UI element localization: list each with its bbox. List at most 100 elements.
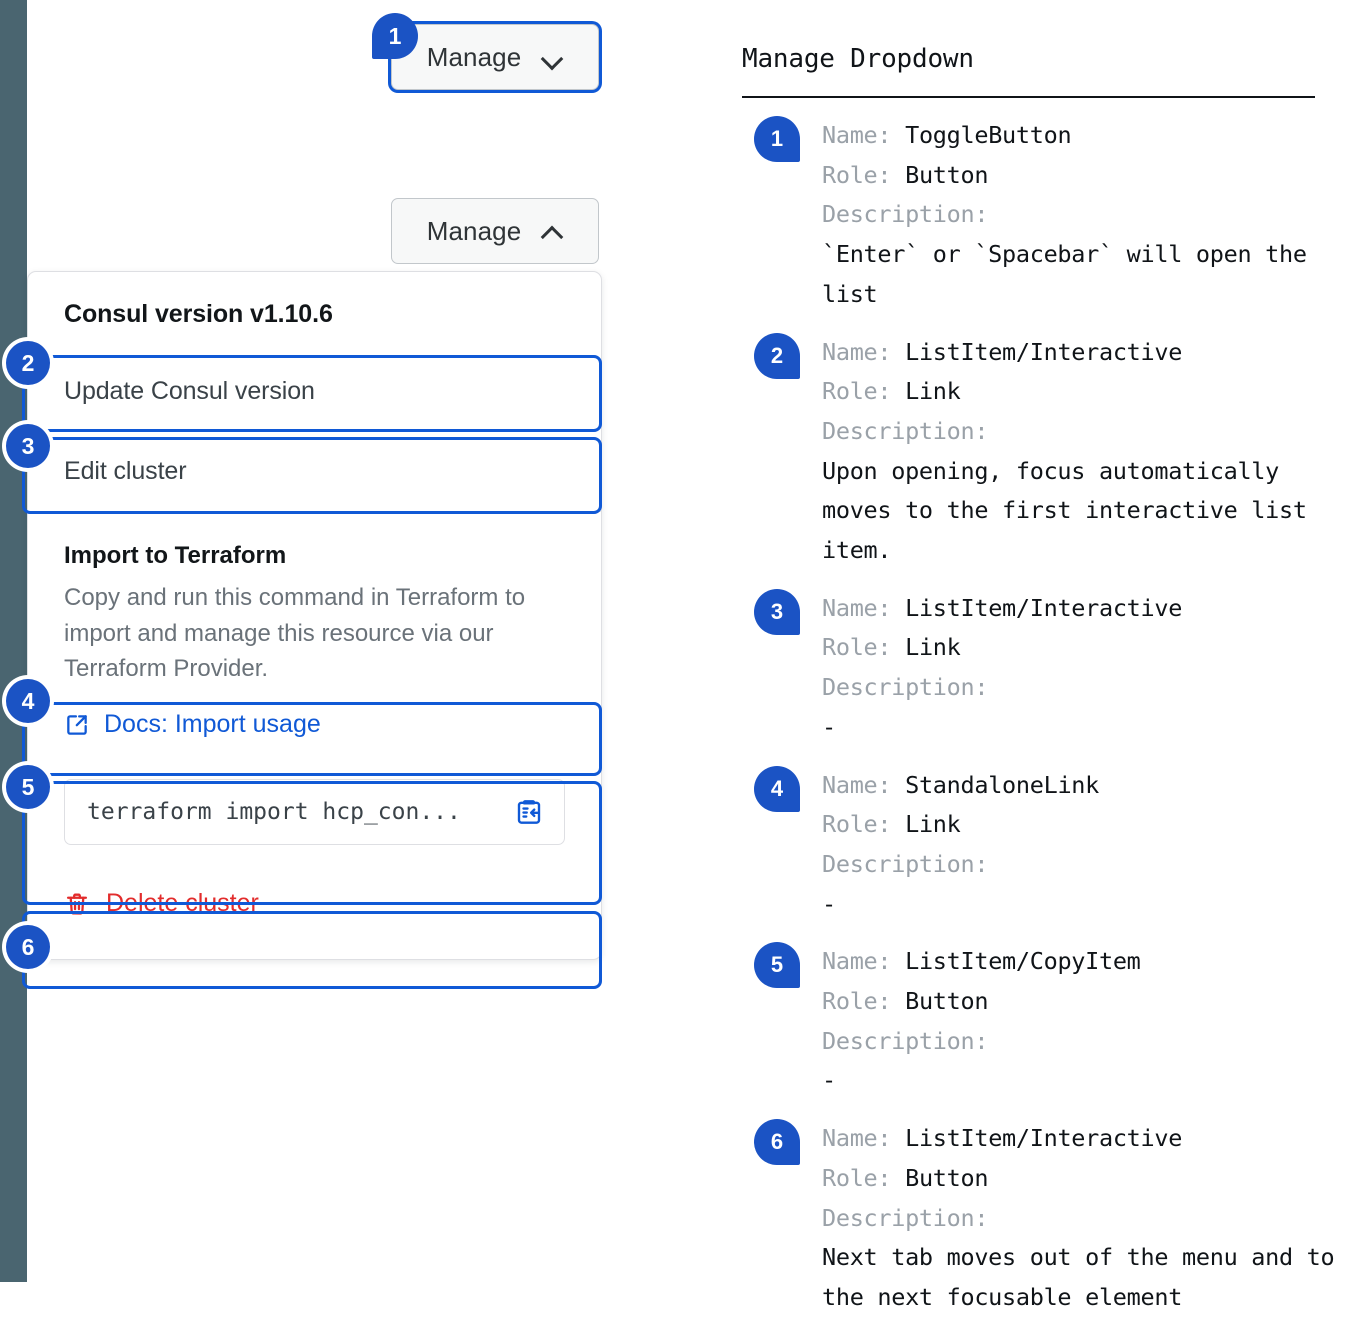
legend-description-line: Description: [822, 845, 1342, 885]
legend-field-line: Role: Link [822, 372, 1342, 412]
manage-toggle-button-expanded[interactable]: Manage [391, 198, 599, 264]
legend-field-line: Name: ListItem/Interactive [822, 333, 1342, 373]
legend-field-line: Role: Button [822, 156, 1342, 196]
menu-item-delete-cluster[interactable]: Delete cluster [28, 865, 601, 943]
legend-badge-3: 3 [754, 588, 800, 635]
legend-role-value: Link [905, 810, 961, 839]
legend-name-label: Name: [822, 593, 892, 622]
legend-description-value: Upon opening, focus automatically moves … [822, 456, 1307, 565]
legend-role-label: Role: [822, 633, 892, 662]
legend-title: Manage Dropdown [742, 44, 974, 74]
external-link-doc-icon [64, 712, 90, 738]
manage-dropdown-panel: Consul version v1.10.6 Update Consul ver… [27, 271, 602, 960]
legend-badge-column: 2 [742, 332, 822, 379]
legend-name-value: StandaloneLink [905, 770, 1099, 799]
clipboard-copy-icon[interactable] [514, 797, 544, 827]
trash-icon [64, 891, 90, 917]
terraform-command-value: terraform import hcp_con... [87, 798, 461, 825]
terraform-section-title: Import to Terraform [64, 542, 287, 569]
legend-name-value: ListItem/Interactive [905, 337, 1183, 366]
legend-name-label: Name: [822, 1124, 892, 1153]
callout-badge-5: 5 [6, 765, 50, 809]
legend-description-label: Description: [822, 1026, 989, 1055]
legend-description-value: - [822, 1066, 836, 1095]
legend-description-label: Description: [822, 849, 989, 878]
legend-badge-2: 2 [754, 332, 800, 379]
legend-description-line: Description: [822, 412, 1342, 452]
legend-badge-1: 1 [754, 116, 800, 162]
legend-description-line: Description: [822, 668, 1342, 708]
legend-name-value: ListItem/CopyItem [905, 947, 1141, 976]
menu-item-label: Edit cluster [64, 456, 187, 485]
menu-item-docs-import-usage[interactable]: Docs: Import usage [28, 687, 601, 763]
legend-field-line: Name: ToggleButton [822, 116, 1342, 156]
legend-badge-column: 4 [742, 765, 822, 812]
manage-toggle-label-expanded: Manage [426, 215, 522, 246]
legend-description-value: - [822, 889, 836, 918]
legend-description-label: Description: [822, 200, 989, 229]
legend-field-line: Name: ListItem/Interactive [822, 1119, 1342, 1159]
legend-name-label: Name: [822, 121, 892, 149]
legend-description-line: Description: [822, 1199, 1342, 1239]
menu-item-label: Update Consul version [64, 376, 315, 405]
legend-description-label: Description: [822, 416, 989, 445]
dropdown-header-consul-version: Consul version v1.10.6 [64, 300, 333, 328]
app-left-rail [0, 0, 27, 1282]
legend-field-line: Name: ListItem/CopyItem [822, 942, 1342, 982]
legend-role-value: Link [905, 377, 961, 406]
legend-role-label: Role: [822, 160, 892, 189]
manage-toggle-label: Manage [426, 41, 522, 72]
menu-item-update-consul-version[interactable]: Update Consul version [28, 351, 601, 431]
legend-name-value: ToggleButton [905, 121, 1072, 149]
legend-name-value: ListItem/Interactive [905, 1124, 1183, 1153]
legend-divider [742, 96, 1315, 98]
legend-role-value: Button [905, 987, 989, 1016]
legend-role-label: Role: [822, 377, 892, 406]
callout-badge-6: 6 [6, 925, 50, 969]
legend-field-line: Name: ListItem/Interactive [822, 589, 1342, 629]
callout-badge-4: 4 [6, 679, 50, 723]
legend-field-line: Role: Button [822, 1159, 1342, 1199]
terraform-command-copy-item[interactable]: terraform import hcp_con... [64, 778, 565, 845]
legend-description-label: Description: [822, 673, 989, 702]
menu-item-edit-cluster[interactable]: Edit cluster [28, 431, 601, 511]
chevron-up-icon [543, 221, 563, 241]
manage-toggle-button-collapsed[interactable]: Manage [391, 24, 599, 90]
legend-name-value: ListItem/Interactive [905, 593, 1183, 622]
legend-name-label: Name: [822, 337, 892, 366]
legend-description-value: - [822, 712, 836, 741]
legend-role-value: Link [905, 633, 961, 662]
legend-badge-column: 1 [742, 116, 822, 162]
legend-description-value: Next tab moves out of the menu and to th… [822, 1243, 1335, 1311]
legend-field-line: Role: Link [822, 628, 1342, 668]
legend-role-label: Role: [822, 1163, 892, 1192]
legend-role-value: Button [905, 160, 989, 189]
terraform-command-wrapper: terraform import hcp_con... [28, 763, 601, 865]
legend-description-value: `Enter` or `Spacebar` will open the list [822, 240, 1307, 308]
legend-description-line: Description: [822, 1022, 1342, 1062]
legend-field-line: Name: StandaloneLink [822, 766, 1342, 806]
legend-badge-column: 5 [742, 942, 822, 989]
mock-ui-panel: Manage 1 Manage Consul version v1.10.6 U… [0, 0, 700, 1282]
legend-description-line: Description: [822, 195, 1342, 235]
legend-role-label: Role: [822, 810, 892, 839]
legend-badge-6: 6 [754, 1119, 800, 1166]
legend-role-value: Button [905, 1163, 989, 1192]
callout-badge-3: 3 [6, 424, 50, 468]
legend-name-label: Name: [822, 947, 892, 976]
legend-field-line: Role: Button [822, 982, 1342, 1022]
callout-badge-2: 2 [6, 341, 50, 385]
legend-badge-column: 3 [742, 588, 822, 635]
legend-badge-5: 5 [754, 942, 800, 989]
